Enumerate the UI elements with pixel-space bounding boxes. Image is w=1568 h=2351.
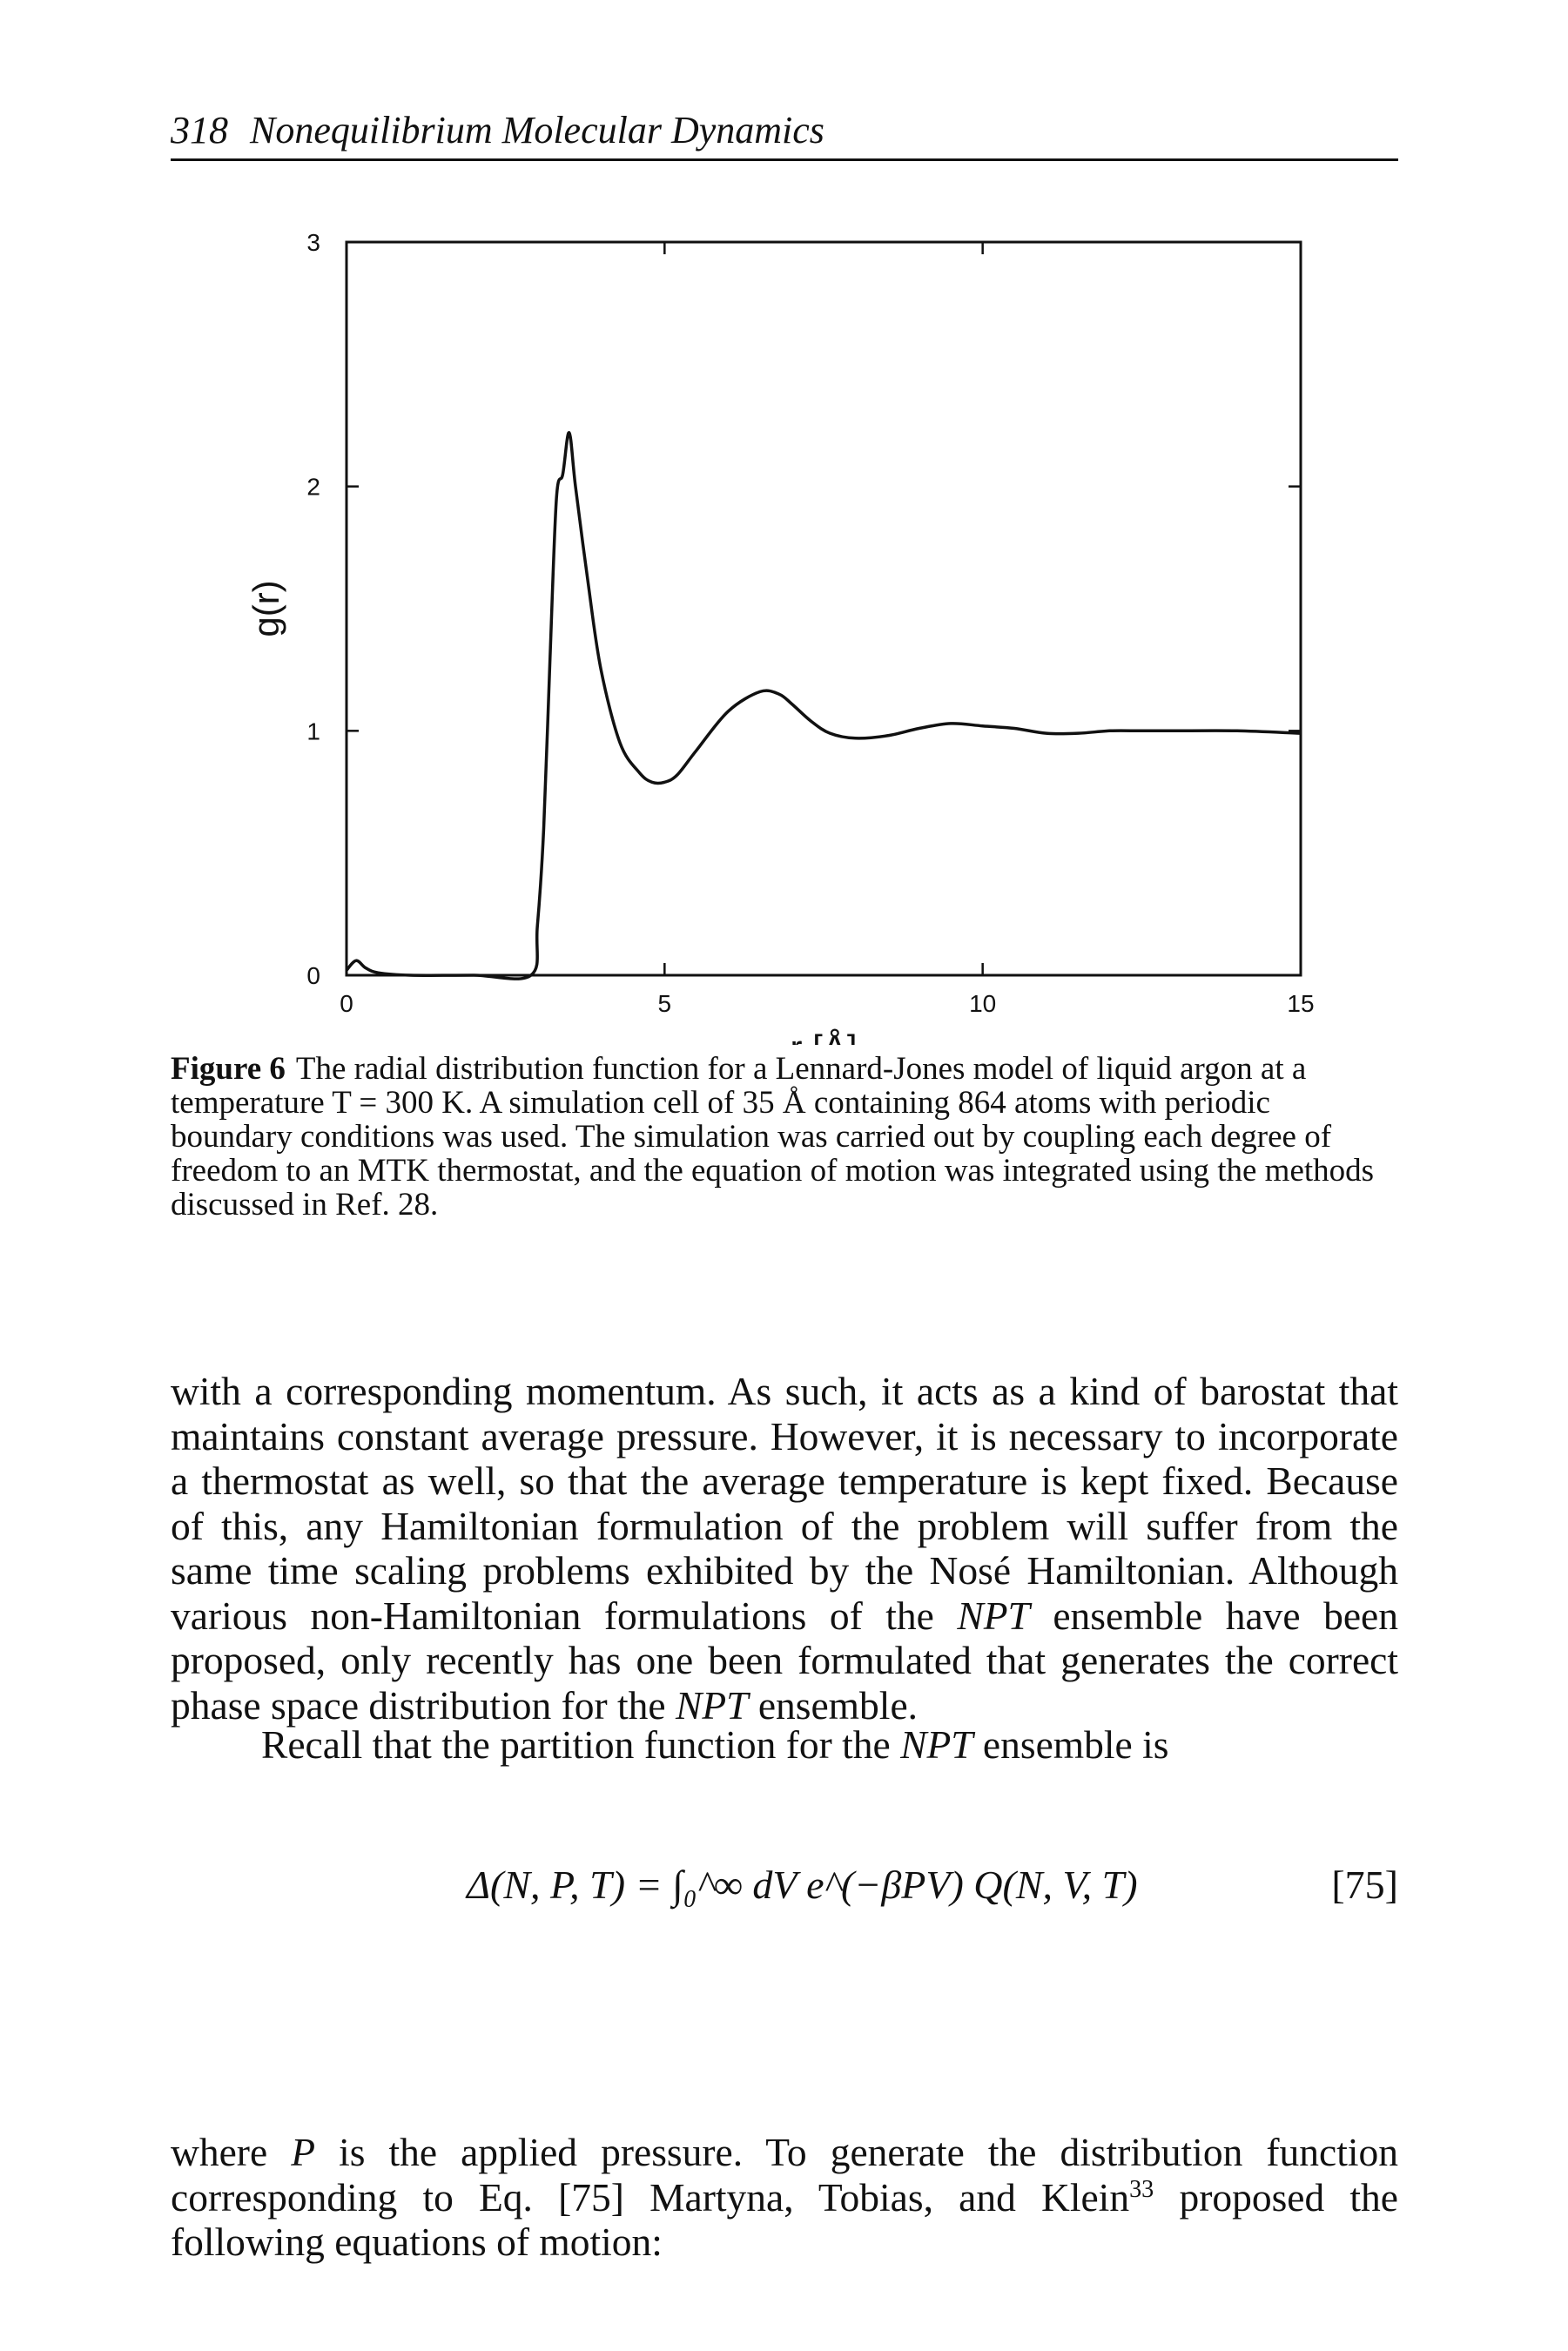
paragraph-2-text-b: ensemble is (972, 1722, 1169, 1767)
paragraph-1-npt-2: NPT (675, 1682, 749, 1728)
paragraph-1: with a corresponding momentum. As such, … (171, 1369, 1398, 1728)
equation-expression: Δ(N, P, T) = ∫₀^∞ dV e^(−βPV) Q(N, V, T) (467, 1863, 1138, 1907)
paragraph-3-text-c: proposed the following equations of moti… (171, 2174, 1399, 2265)
paragraph-1-text-a: with a corresponding momentum. As such, … (171, 1369, 1398, 1638)
y-tick-label: 3 (306, 229, 320, 256)
paragraph-3-text-b: is the applied pressure. To generate the… (171, 2130, 1398, 2220)
paragraph-1-npt-1: NPT (957, 1593, 1030, 1638)
caption-text: The radial distribution function for a L… (171, 1051, 1375, 1223)
x-tick-label: 10 (969, 990, 996, 1017)
x-axis-label: r [Å] (790, 1027, 857, 1045)
equation-75: Δ(N, P, T) = ∫₀^∞ dV e^(−βPV) Q(N, V, T)… (171, 1850, 1398, 1920)
paragraph-1-text-b: ensemble have been proposed, only recent… (171, 1593, 1398, 1728)
paragraph-2-npt: NPT (900, 1722, 973, 1767)
paragraph-2: Recall that the partition function for t… (171, 1722, 1398, 1768)
paragraph-1-text-c: ensemble. (748, 1682, 919, 1728)
paragraph-3-p: P (291, 2130, 316, 2174)
rdf-chart: 0 5 10 15 0 1 2 3 r [Å] g(r) (246, 229, 1315, 1045)
y-axis-label: g(r) (246, 580, 286, 637)
y-tick-label: 2 (306, 474, 320, 501)
running-head-title: Nonequilibrium Molecular Dynamics (250, 109, 824, 152)
citation-superscript: 33 (1129, 2175, 1154, 2203)
running-head: 318 Nonequilibrium Molecular Dynamics (171, 106, 1398, 161)
x-tick-label: 0 (340, 990, 353, 1017)
rdf-curve (345, 431, 1302, 980)
page-number: 318 (171, 109, 228, 152)
paragraph-3-text-a: where (171, 2130, 292, 2174)
y-tick-label: 1 (306, 717, 320, 744)
paragraph-3: where P is the applied pressure. To gene… (171, 2130, 1398, 2265)
figure-label: Figure 6 (171, 1051, 286, 1087)
paragraph-2-text-a: Recall that the partition function for t… (261, 1722, 901, 1767)
plot-frame (345, 240, 1302, 977)
x-tick-label: 5 (658, 990, 672, 1017)
equation-number: [75] (1331, 1863, 1398, 1907)
y-tick-label: 0 (306, 962, 320, 989)
x-tick-label: 15 (1287, 990, 1314, 1017)
